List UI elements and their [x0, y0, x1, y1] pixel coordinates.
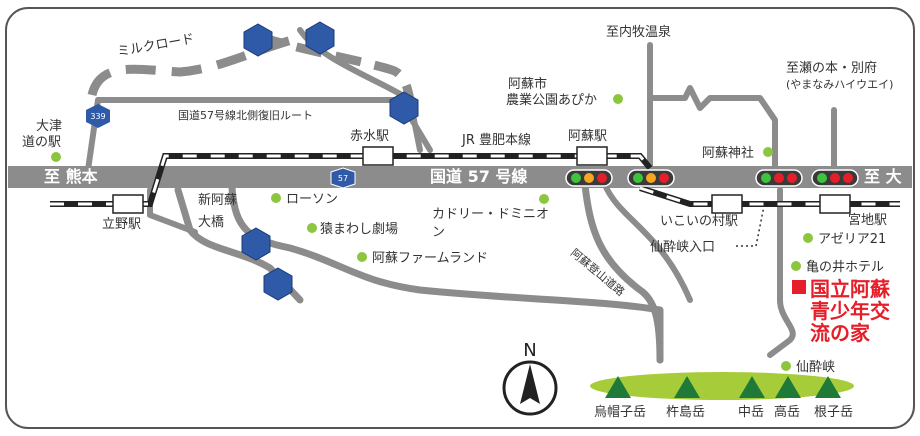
- green-dot-icon: [357, 252, 367, 262]
- station-tateno-icon: [112, 194, 144, 214]
- hexagon-route-icon: [389, 91, 419, 125]
- kadori-label-2: ン: [432, 225, 445, 240]
- uchinomaki-link: [647, 85, 778, 173]
- azelea-label: アゼリア21: [818, 232, 886, 247]
- route-339-shield-icon: [86, 104, 110, 128]
- red-square-icon: [792, 280, 806, 294]
- rail-line-label: JR 豊肥本線: [461, 132, 531, 148]
- green-dot-icon: [791, 261, 801, 271]
- station-miyaji-label: 宮地駅: [848, 212, 887, 228]
- hexagon-route-icon: [241, 227, 271, 261]
- senomoto-label: 至瀬の本・別府: [786, 61, 877, 76]
- aso-mountain-road: [581, 181, 664, 364]
- highway-name-label: 国道 57 号線: [430, 167, 527, 186]
- route-57-shield-label: 57: [338, 174, 348, 183]
- map-frame: [5, 7, 915, 429]
- mountain-neko-label: 根子岳: [814, 405, 853, 420]
- route-57-highway: [8, 166, 912, 188]
- compass-icon: N: [502, 340, 558, 416]
- senzuikyo-label: 仙酔峡: [796, 360, 835, 375]
- route-57-shield-icon: [330, 167, 356, 189]
- mountain-icon: [815, 376, 841, 398]
- mountain-kishima-label: 杵島岳: [666, 405, 705, 420]
- milk-road: [87, 27, 331, 97]
- green-dot-icon: [613, 94, 623, 104]
- traffic-light-icon: [811, 169, 859, 187]
- destination-label-1: 国立阿蘇: [810, 277, 890, 301]
- aso-shrine-label: 阿蘇神社: [702, 145, 754, 161]
- green-dot-icon: [271, 193, 281, 203]
- uchinomaki-label: 至内牧温泉: [606, 24, 671, 40]
- station-miyaji-icon: [819, 194, 851, 214]
- route-shields: 339 57: [86, 21, 419, 301]
- mountain-icon: [739, 376, 765, 398]
- mountain-icon: [605, 376, 631, 398]
- stations: [112, 146, 851, 214]
- station-akamizu-label: 赤水駅: [350, 129, 389, 144]
- green-dot-icon: [763, 147, 773, 157]
- senzuikyo-entrance-label: 仙酔峡入口: [650, 240, 715, 255]
- mountain-eboshi-label: 烏帽子岳: [594, 404, 646, 420]
- hexagon-route-icon: [263, 267, 293, 301]
- otsu-station-label-1: 大津: [36, 119, 62, 134]
- hexagon-route-icon: [243, 23, 273, 57]
- hexagon-route-icon: [305, 21, 335, 55]
- destination-label-2: 青少年交: [810, 299, 890, 323]
- station-tateno-label: 立野駅: [102, 217, 141, 232]
- kamenoi-label: 亀の井ホテル: [806, 260, 884, 275]
- shin-aso-label-2: 大橋: [198, 215, 224, 230]
- station-aso-icon: [576, 146, 608, 166]
- green-dot-icon: [307, 223, 317, 233]
- station-akamizu-icon: [362, 146, 394, 166]
- landmark-dots: [51, 94, 813, 371]
- compass-north-label: N: [523, 340, 536, 361]
- farmland-label: 阿蘇ファームランド: [372, 251, 488, 266]
- otsu-station-label-2: 道の駅: [22, 135, 61, 150]
- green-dot-icon: [781, 361, 791, 371]
- station-ikoi-label: いこいの村駅: [660, 214, 738, 229]
- kadori-label-1: カドリー・ドミニオ: [432, 207, 549, 222]
- route-339-label: 339: [90, 112, 105, 121]
- station-aso-label: 阿蘇駅: [568, 129, 607, 144]
- mountain-icon: [674, 376, 700, 398]
- green-dot-icon: [803, 233, 813, 243]
- senzuikyo-road: [767, 187, 796, 358]
- senzuikyo-leader: [736, 205, 765, 247]
- kadori-road: [602, 182, 693, 303]
- mountain-range: [590, 372, 854, 400]
- mountain-naka-label: 中岳: [738, 405, 764, 420]
- traffic-light-icon: [565, 169, 613, 187]
- traffic-light-icon: [627, 169, 675, 187]
- traffic-lights: [565, 169, 859, 187]
- green-dot-icon: [539, 194, 549, 204]
- green-dot-icon: [51, 152, 61, 162]
- destination-label-3: 流の家: [810, 321, 871, 345]
- highway-west-label: 至 熊本: [44, 167, 98, 186]
- road-network: [8, 27, 912, 364]
- mountain-taka-label: 高岳: [774, 404, 800, 420]
- milk-road-branch: [256, 31, 415, 101]
- sarumawashi-label: 猿まわし劇場: [320, 222, 398, 237]
- traffic-light-icon: [755, 169, 803, 187]
- shin-aso-label-1: 新阿蘇: [198, 192, 237, 208]
- station-ikoi-icon: [711, 194, 743, 214]
- senomoto-sub-label: (やまなみハイウエイ): [786, 78, 893, 91]
- highway-east-label: 至 大: [864, 167, 902, 186]
- north-bypass-label: 国道57号線北側復旧ルート: [178, 108, 313, 122]
- park-label-1: 阿蘇市: [508, 76, 547, 92]
- park-label-2: 農業公園あぴか: [506, 92, 597, 108]
- labels: 至 熊本 国道 57 号線 至 大 ミルクロード 国道57号線北側復旧ルート J…: [22, 24, 902, 420]
- mountain-icon: [775, 376, 801, 398]
- lawson-label: ローソン: [286, 192, 338, 207]
